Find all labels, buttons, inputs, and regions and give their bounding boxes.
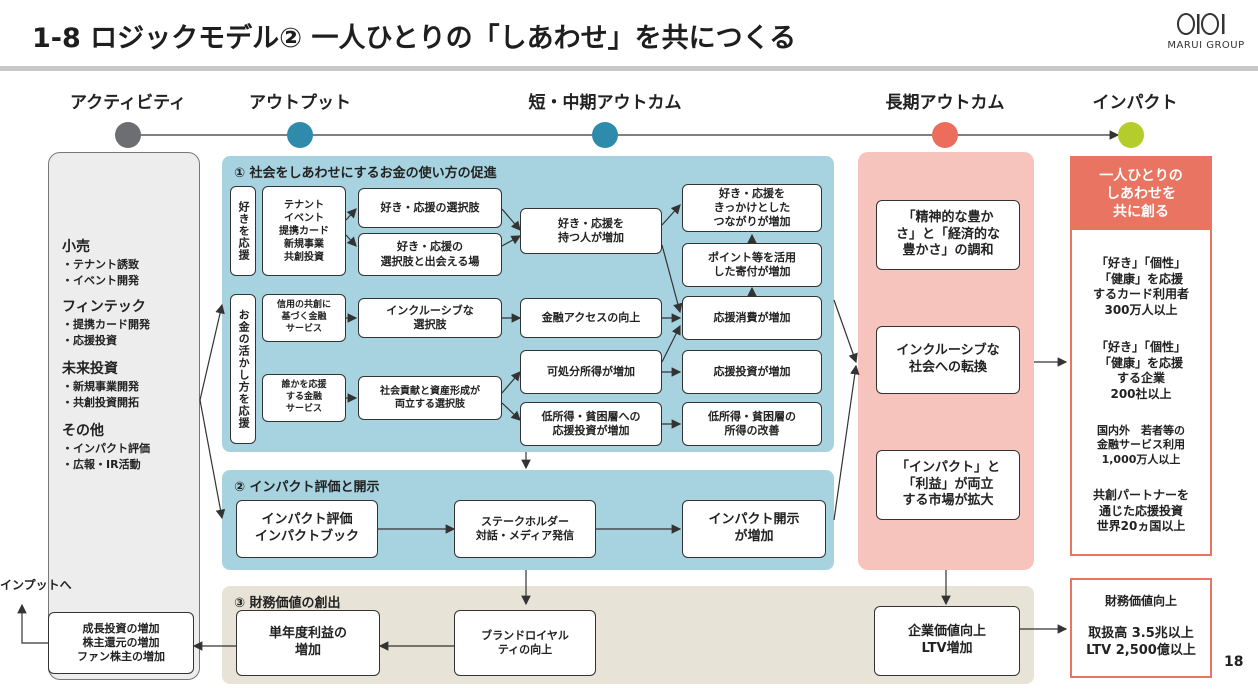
activity-item: ・テナント誘致: [62, 258, 139, 271]
stage-long: 長期アウトカム: [885, 93, 1005, 113]
growth-box: 成長投資の増加 株主還元の増加 ファン株主の増加: [48, 612, 194, 674]
activity-fintech-head: フィンテック: [62, 299, 146, 315]
activity-fintech: フィンテック ・提携カード開発 ・応援投資: [62, 296, 150, 348]
stage-output: アウトプット: [249, 93, 351, 113]
activity-item: ・応援投資: [62, 334, 117, 347]
timeline-dot-impact: [1118, 122, 1144, 148]
donation-box: ポイント等を活用 した寄付が増加: [682, 243, 822, 287]
consume-box: 応援消費が増加: [682, 296, 822, 340]
page-number: 18: [1224, 654, 1244, 670]
activity-item: ・インパクト評価: [62, 442, 150, 455]
activity-panel: [48, 152, 200, 680]
fin-service-box: 誰かを応援 する金融 サービス: [262, 374, 346, 422]
timeline-dot-activity: [115, 122, 141, 148]
people-box: 好き・応援を 持つ人が増加: [520, 208, 662, 254]
stage-impact: インパクト: [1092, 93, 1178, 113]
disposable-box: 可処分所得が増加: [520, 350, 662, 394]
impact-head: 一人ひとりの しあわせを 共に創る: [1072, 158, 1210, 230]
impact-target-card-users: 「好き」「個性」 「健康」を応援 するカード利用者 300万人以上: [1092, 256, 1189, 317]
market-box: 「インパクト」と 「利益」が両立 する市場が拡大: [876, 450, 1020, 520]
tenant-box: テナント イベント 提携カード 新規事業 共創投資: [262, 186, 346, 276]
improve-box: 低所得・貧困層の 所得の改善: [682, 402, 822, 446]
disclose-box: インパクト開示 が増加: [682, 500, 826, 558]
timeline-dot-output: [287, 122, 313, 148]
access-box: 金融アクセスの向上: [520, 298, 662, 338]
social-box: 社会貢献と資産形成が 両立する選択肢: [358, 376, 502, 420]
corp-value-box: 企業価値向上 LTV増加: [874, 606, 1020, 676]
activity-item: ・イベント開発: [62, 274, 139, 287]
inclusive-society-box: インクルーシブな 社会への転換: [876, 326, 1020, 394]
brand-box: ブランドロイヤル ティの向上: [454, 610, 596, 676]
stage-activity: アクティビティ: [69, 93, 187, 113]
section1-title: ① 社会をしあわせにするお金の使い方の促進: [234, 166, 497, 181]
eval-box: インパクト評価 インパクトブック: [236, 500, 378, 558]
activity-future-head: 未来投資: [62, 361, 118, 377]
activity-retail: 小売 ・テナント誘致 ・イベント開発: [62, 236, 139, 288]
activity-retail-head: 小売: [62, 239, 90, 255]
to-input-label: インプットへ: [0, 578, 72, 592]
invest-box: 応援投資が増加: [682, 350, 822, 394]
stage-mid: 短・中期アウトカム: [528, 93, 682, 113]
support-likes-label: 好きを応援: [230, 186, 256, 276]
activity-other: その他 ・インパクト評価 ・広報・IR活動: [62, 420, 150, 472]
header-divider: [0, 66, 1258, 71]
financial-value-body: 取扱高 3.5兆以上 LTV 2,500億以上: [1086, 626, 1196, 658]
connect-box: 好き・応援を きっかけとした つながりが増加: [682, 184, 822, 232]
activity-item: ・提携カード開発: [62, 318, 150, 331]
financial-value-panel: [1070, 578, 1212, 678]
logo-text: MARUI GROUP: [1167, 40, 1245, 51]
section2-title: ② インパクト評価と開示: [234, 480, 380, 495]
timeline-dot-mid: [592, 122, 618, 148]
impact-panel: [1070, 156, 1212, 556]
harmony-box: 「精神的な豊か さ」と「経済的な 豊かさ」の調和: [876, 200, 1020, 270]
activity-item: ・共創投資開拓: [62, 396, 139, 409]
impact-target-youth: 国内外 若者等の 金融サービス利用 1,000万人以上: [1097, 424, 1185, 466]
timeline-dot-long: [932, 122, 958, 148]
activity-item: ・新規事業開発: [62, 380, 139, 393]
profit-box: 単年度利益の 増加: [236, 610, 380, 676]
credit-box: 信用の共創に 基づく金融 サービス: [262, 294, 346, 342]
activity-item: ・広報・IR活動: [62, 458, 141, 471]
marui-rings-logo: [1177, 13, 1225, 35]
low-income-box: 低所得・貧困層への 応援投資が増加: [520, 402, 662, 446]
section3-title: ③ 財務価値の創出: [234, 596, 341, 611]
page-title: 1-8 ロジックモデル② 一人ひとりの「しあわせ」を共につくる: [32, 23, 797, 54]
activity-future: 未来投資 ・新規事業開発 ・共創投資開拓: [62, 358, 139, 410]
impact-target-companies: 「好き」「個性」 「健康」を応援 する企業 200社以上: [1095, 340, 1186, 401]
impact-target-countries: 共創パートナーを 通じた応援投資 世界20ヵ国以上: [1092, 488, 1189, 534]
financial-value-head: 財務価値向上: [1104, 594, 1177, 608]
activity-other-head: その他: [62, 423, 104, 439]
dialogue-box: ステークホルダー 対話・メディア発信: [454, 500, 596, 558]
meet-box: 好き・応援の 選択肢と出会える場: [358, 233, 502, 276]
inclusive-choice-box: インクルーシブな 選択肢: [358, 298, 502, 338]
choice-box: 好き・応援の選択肢: [358, 188, 502, 228]
support-money-label: お金の活かし方を応援: [230, 294, 256, 444]
